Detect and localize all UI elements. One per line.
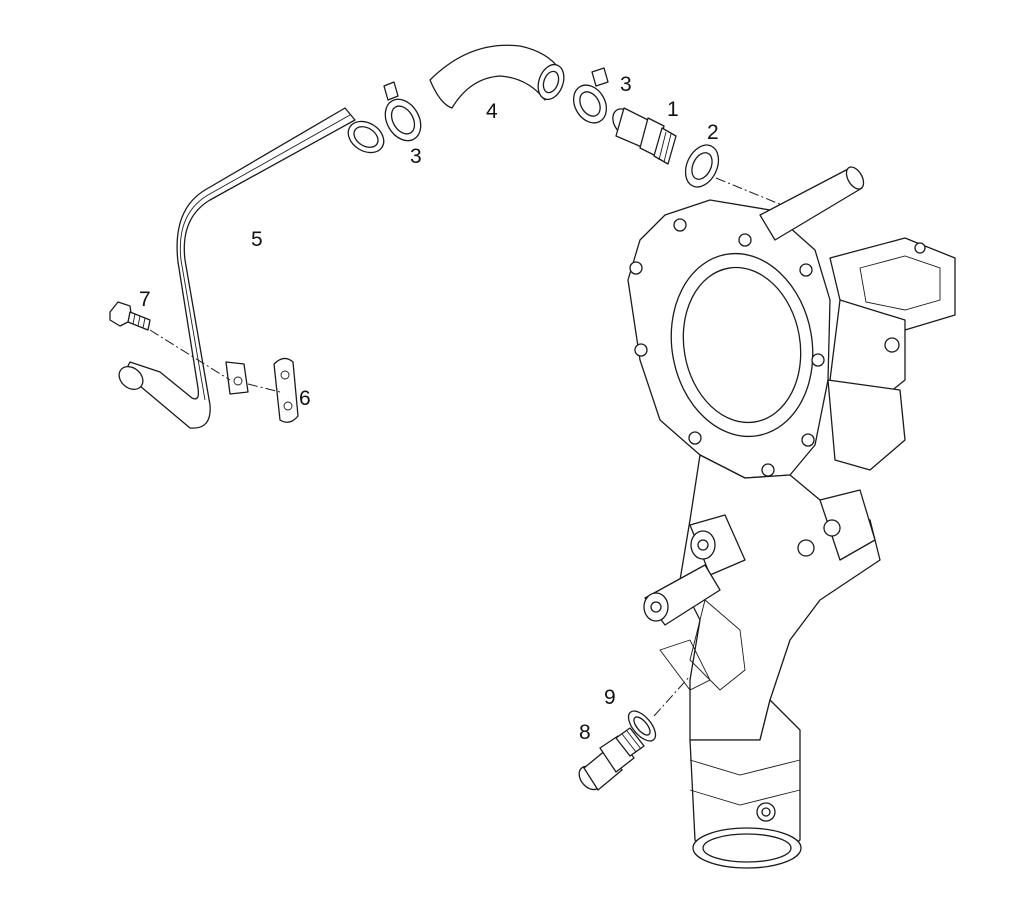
bracket-plate xyxy=(273,357,299,423)
callout-8: 8 xyxy=(579,721,591,744)
alignment-line-seal xyxy=(653,675,691,717)
hose-clamp-left xyxy=(383,81,422,142)
coolant-hose xyxy=(429,44,565,109)
alignment-line-bracket xyxy=(247,383,281,393)
connector-fitting xyxy=(612,107,677,165)
threaded-union xyxy=(578,727,645,791)
callout-1: 1 xyxy=(667,98,679,121)
callout-6: 6 xyxy=(299,387,311,410)
callout-9: 9 xyxy=(604,686,616,709)
callout-5: 5 xyxy=(251,228,263,251)
coolant-pipe xyxy=(118,107,385,429)
sealing-ring xyxy=(684,144,720,188)
callout-4: 4 xyxy=(486,100,498,123)
alignment-line-fitting xyxy=(715,177,783,206)
hose-clamp-right xyxy=(572,67,609,124)
callout-3-left: 3 xyxy=(410,145,422,168)
callout-2: 2 xyxy=(707,121,719,144)
callout-7: 7 xyxy=(139,288,151,311)
small-seal xyxy=(627,710,657,742)
alignment-line-bolt xyxy=(149,329,231,381)
callout-3-right: 3 xyxy=(620,73,632,96)
bolt xyxy=(109,301,151,331)
coolant-housing xyxy=(627,166,956,869)
